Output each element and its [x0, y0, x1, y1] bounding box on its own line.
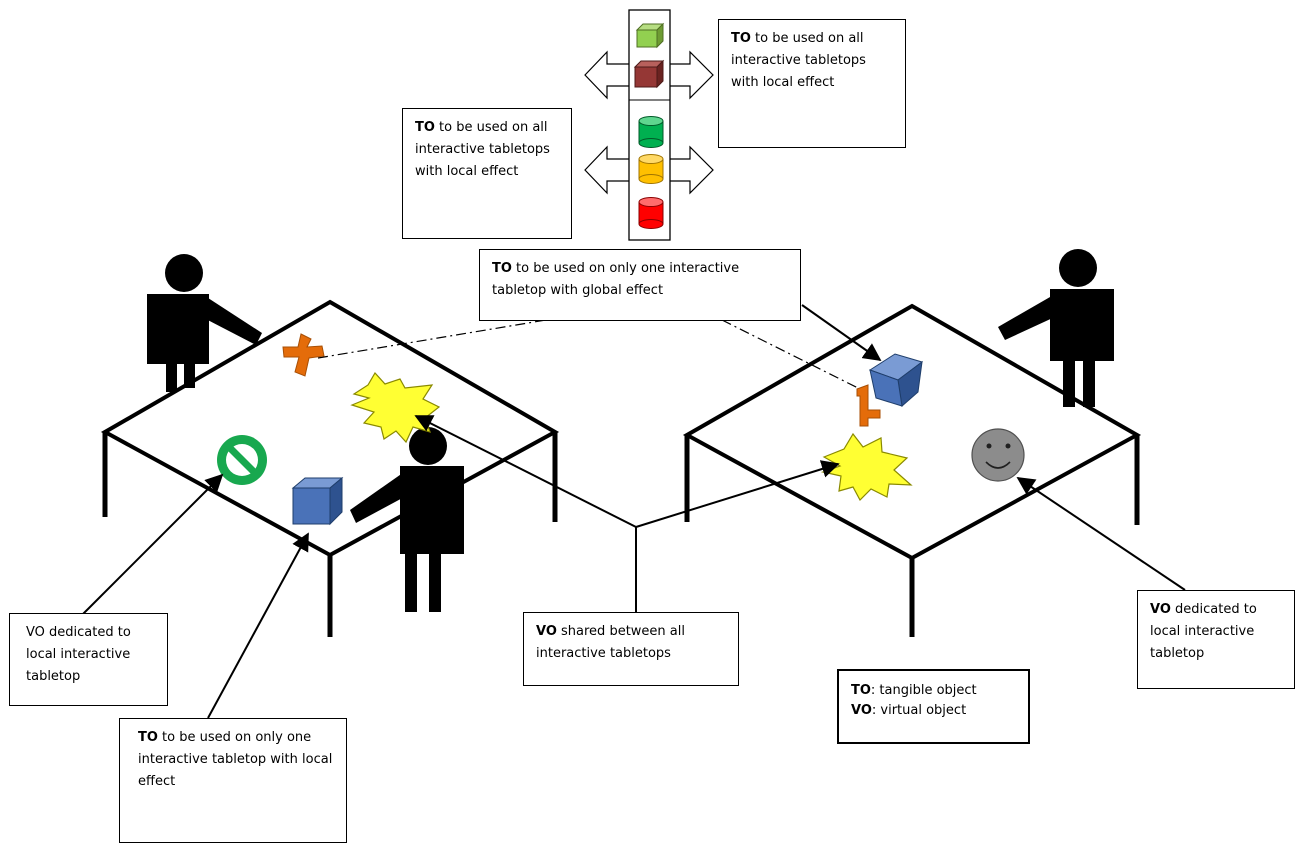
- global-link-lines: [317, 319, 869, 394]
- right-table: [682, 303, 1142, 637]
- note-text: shared between all interactive tabletops: [536, 624, 685, 661]
- legend-to-abbr: TO: [851, 683, 871, 698]
- note-abbr: TO: [492, 261, 512, 276]
- legend-vo-abbr: VO: [851, 703, 872, 718]
- legend-vo-text: : virtual object: [871, 703, 967, 718]
- note-vo-dedicated-local-left: VO dedicated to local interactive tablet…: [9, 613, 168, 706]
- legend-box: TO: tangible object VO: virtual object: [837, 669, 1030, 744]
- note-abbr: TO: [138, 730, 158, 745]
- note-abbr: TO: [731, 31, 751, 46]
- blue-cube-icon: [856, 353, 924, 427]
- red-cube-icon: [633, 59, 665, 89]
- red-cylinder-icon: [638, 197, 664, 229]
- person-icon: [147, 254, 262, 392]
- legend-to-row: TO: tangible object: [851, 681, 1016, 701]
- note-abbr: TO: [415, 120, 435, 135]
- note-text: to be used on all interactive tabletops …: [415, 120, 550, 179]
- note-to-one-tabletop-global: TO to be used on only one interactive ta…: [479, 249, 801, 321]
- note-text: VO dedicated to local interactive tablet…: [26, 625, 131, 684]
- tangible-object-palette: [584, 9, 714, 241]
- legend-vo-row: VO: virtual object: [851, 701, 1016, 721]
- green-cube-icon: [635, 22, 665, 49]
- note-vo-dedicated-local-right: VO dedicated to local interactive tablet…: [1137, 590, 1295, 689]
- note-to-all-tabletops-right: TO to be used on all interactive tableto…: [718, 19, 906, 148]
- yellow-star-icon: [820, 432, 913, 501]
- note-text: to be used on all interactive tabletops …: [731, 31, 866, 90]
- annotation-arrows: [82, 304, 1186, 719]
- person-icon: [350, 427, 464, 612]
- prohibited-sign-icon: [217, 435, 267, 485]
- blue-cube-icon: [291, 476, 344, 526]
- orange-cylinder-icon: [638, 154, 664, 184]
- person-icon: [998, 249, 1114, 407]
- smiley-face-icon: [971, 428, 1025, 482]
- note-text: to be used on only one interactive table…: [492, 261, 740, 298]
- note-to-one-tabletop-local: TO to be used on only one interactive ta…: [119, 718, 347, 843]
- note-text: to be used on only one interactive table…: [138, 730, 333, 789]
- note-vo-shared: VO shared between all interactive tablet…: [523, 612, 739, 686]
- legend-to-text: : tangible object: [870, 683, 977, 698]
- note-to-all-tabletops-left: TO to be used on all interactive tableto…: [402, 108, 572, 239]
- note-abbr: VO: [1150, 602, 1171, 617]
- orange-cross-icon: [282, 333, 325, 377]
- green-cylinder-icon: [638, 116, 664, 148]
- note-text: dedicated to local interactive tabletop: [1150, 602, 1257, 661]
- note-abbr: VO: [536, 624, 557, 639]
